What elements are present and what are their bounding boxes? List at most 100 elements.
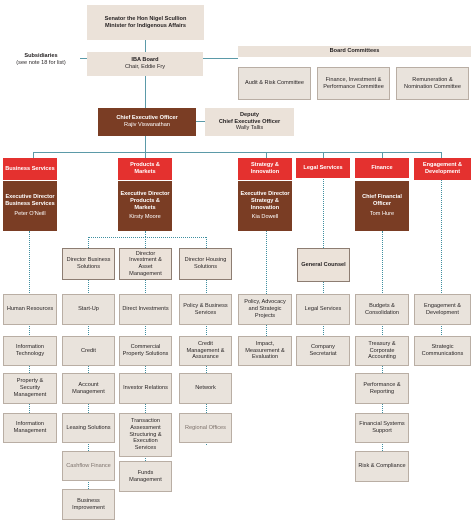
- unit-text: Impact, Measurement & Evaluation: [245, 340, 285, 361]
- director-housing: Director Housing Solutions: [179, 248, 232, 280]
- unit-risk-compliance: Risk & Compliance: [355, 451, 409, 482]
- director-investment-text: Director Investment & Asset Management: [129, 250, 162, 277]
- division-strategy-innovation-label: Strategy & Innovation: [250, 162, 280, 175]
- unit-text: Policy & Business Services: [183, 302, 228, 316]
- connector: [33, 152, 34, 158]
- head-strategy-innovation: Executive Director Strategy & Innovation…: [238, 181, 292, 231]
- unit-performance-reporting: Performance & Reporting: [355, 373, 409, 404]
- connector: [323, 152, 324, 158]
- unit-direct-investments: Direct Investments: [119, 294, 172, 325]
- unit-property-security: Property & Security Management: [3, 373, 57, 404]
- subsidiaries-title: Subsidiaries: [24, 53, 58, 59]
- unit-text: Regional Offices: [185, 424, 226, 431]
- division-engagement-development-label: Engagement & Development: [422, 162, 463, 175]
- ceo-line2: Rajiv Viswanathan: [124, 122, 170, 128]
- unit-regional-offices: Regional Offices: [179, 413, 232, 443]
- unit-legal-services: Legal Services: [296, 294, 350, 325]
- board-line2: Chair, Eddie Fry: [124, 64, 166, 70]
- division-finance: Finance: [355, 158, 409, 178]
- unit-text: Start-Up: [78, 306, 99, 313]
- unit-text: Information Technology: [15, 344, 45, 357]
- division-legal-services-label: Legal Services: [303, 164, 343, 171]
- deputy-line2: Chief Executive Officer: [218, 118, 281, 125]
- head-strategy-innovation-name: Kia Dowell: [251, 214, 279, 221]
- unit-information-technology: Information Technology: [3, 336, 57, 366]
- deputy-box: Deputy Chief Executive Officer Wally Tal…: [205, 108, 294, 136]
- dotted-connector: [88, 237, 206, 238]
- unit-account-management: Account Management: [62, 373, 115, 404]
- connector: [145, 76, 146, 108]
- unit-text: Property & Security Management: [13, 378, 47, 398]
- head-business-services-name: Peter O'Neill: [14, 210, 46, 217]
- head-strategy-innovation-title: Executive Director Strategy & Innovation: [240, 191, 290, 211]
- unit-strategic-communications: Strategic Communications: [414, 336, 471, 366]
- board-committees-title: Board Committees: [238, 46, 471, 57]
- committee-audit: Audit & Risk Committee: [238, 67, 311, 100]
- unit-leasing-solutions: Leasing Solutions: [62, 413, 115, 443]
- division-strategy-innovation: Strategy & Innovation: [238, 158, 292, 180]
- committee-remuneration-text: Remuneration & Nomination Committee: [404, 76, 461, 90]
- minister-line1: Senator the Hon Nigel Scullion: [104, 15, 187, 22]
- connector: [145, 136, 146, 152]
- director-business-solutions-text: Director Business Solutions: [66, 257, 111, 270]
- head-business-services-title: Executive Director Business Services: [5, 194, 55, 208]
- unit-budgets-consolidation: Budgets & Consolidation: [355, 294, 409, 325]
- director-business-solutions: Director Business Solutions: [62, 248, 115, 280]
- head-business-services: Executive Director Business Services Pet…: [3, 181, 57, 231]
- unit-text: Human Resources: [6, 306, 54, 313]
- unit-text: Performance & Reporting: [363, 381, 401, 395]
- unit-text: Information Management: [13, 421, 47, 434]
- unit-cashflow-finance: Cashflow Finance: [62, 451, 115, 481]
- unit-credit: Credit: [62, 336, 115, 366]
- ceo-box: Chief Executive Officer Rajiv Viswanatha…: [98, 108, 196, 136]
- unit-company-secretariat: Company Secretariat: [296, 336, 350, 366]
- head-products-markets: Executive Director Products & Markets Ki…: [118, 181, 172, 231]
- division-products-markets-label: Products & Markets: [130, 162, 160, 175]
- connector: [33, 152, 441, 153]
- dotted-connector: [323, 158, 324, 248]
- connector: [441, 152, 442, 158]
- head-finance-title: Chief Financial Officer: [362, 194, 402, 208]
- unit-business-improvement: Business Improvement: [62, 489, 115, 520]
- unit-commercial-property: Commercial Property Solutions: [119, 336, 172, 366]
- unit-financial-systems: Financial Systems Support: [355, 413, 409, 443]
- unit-text: Cashflow Finance: [66, 462, 111, 469]
- division-business-services: Business Services: [3, 158, 57, 180]
- committee-remuneration: Remuneration & Nomination Committee: [396, 67, 469, 100]
- dotted-connector: [441, 178, 442, 359]
- director-housing-text: Director Housing Solutions: [184, 257, 227, 270]
- head-finance: Chief Financial Officer Tom Hure: [355, 181, 409, 231]
- minister-line2: Minister for Indigenous Affairs: [105, 22, 186, 29]
- unit-text: Budgets & Consolidation: [365, 302, 399, 316]
- unit-text: Transaction Assessment Structuring & Exe…: [129, 418, 162, 452]
- unit-text: Commercial Property Solutions: [122, 344, 169, 357]
- deputy-line1: Deputy: [240, 111, 259, 118]
- connector: [145, 152, 146, 158]
- general-counsel: General Counsel: [297, 248, 350, 282]
- division-products-markets: Products & Markets: [118, 158, 172, 180]
- connector: [203, 58, 238, 59]
- unit-text: Company Secretariat: [309, 344, 337, 357]
- unit-text: Risk & Compliance: [358, 463, 406, 470]
- subsidiaries-label: Subsidiaries (see note 18 for list): [2, 53, 80, 66]
- division-legal-services: Legal Services: [296, 158, 350, 178]
- connector: [266, 152, 267, 158]
- division-engagement-development: Engagement & Development: [414, 158, 471, 180]
- unit-text: Strategic Communications: [421, 344, 464, 357]
- board-line1: IBA Board: [131, 57, 159, 64]
- unit-credit-management: Credit Management & Assurance: [179, 336, 232, 366]
- unit-engagement-development: Engagement & Development: [414, 294, 471, 325]
- unit-text: Leasing Solutions: [66, 424, 111, 431]
- unit-human-resources: Human Resources: [3, 294, 57, 325]
- minister-box: Senator the Hon Nigel Scullion Minister …: [87, 5, 204, 40]
- unit-text: Investor Relations: [123, 385, 168, 392]
- connector: [145, 40, 146, 52]
- board-box: IBA Board Chair, Eddie Fry: [87, 52, 203, 76]
- dotted-connector: [88, 237, 89, 248]
- dotted-connector: [145, 237, 146, 248]
- unit-funds-management: Funds Management: [119, 461, 172, 492]
- unit-text: Direct Investments: [122, 306, 169, 313]
- unit-text: Credit Management & Assurance: [186, 340, 225, 361]
- deputy-line3: Wally Tallis: [235, 125, 264, 132]
